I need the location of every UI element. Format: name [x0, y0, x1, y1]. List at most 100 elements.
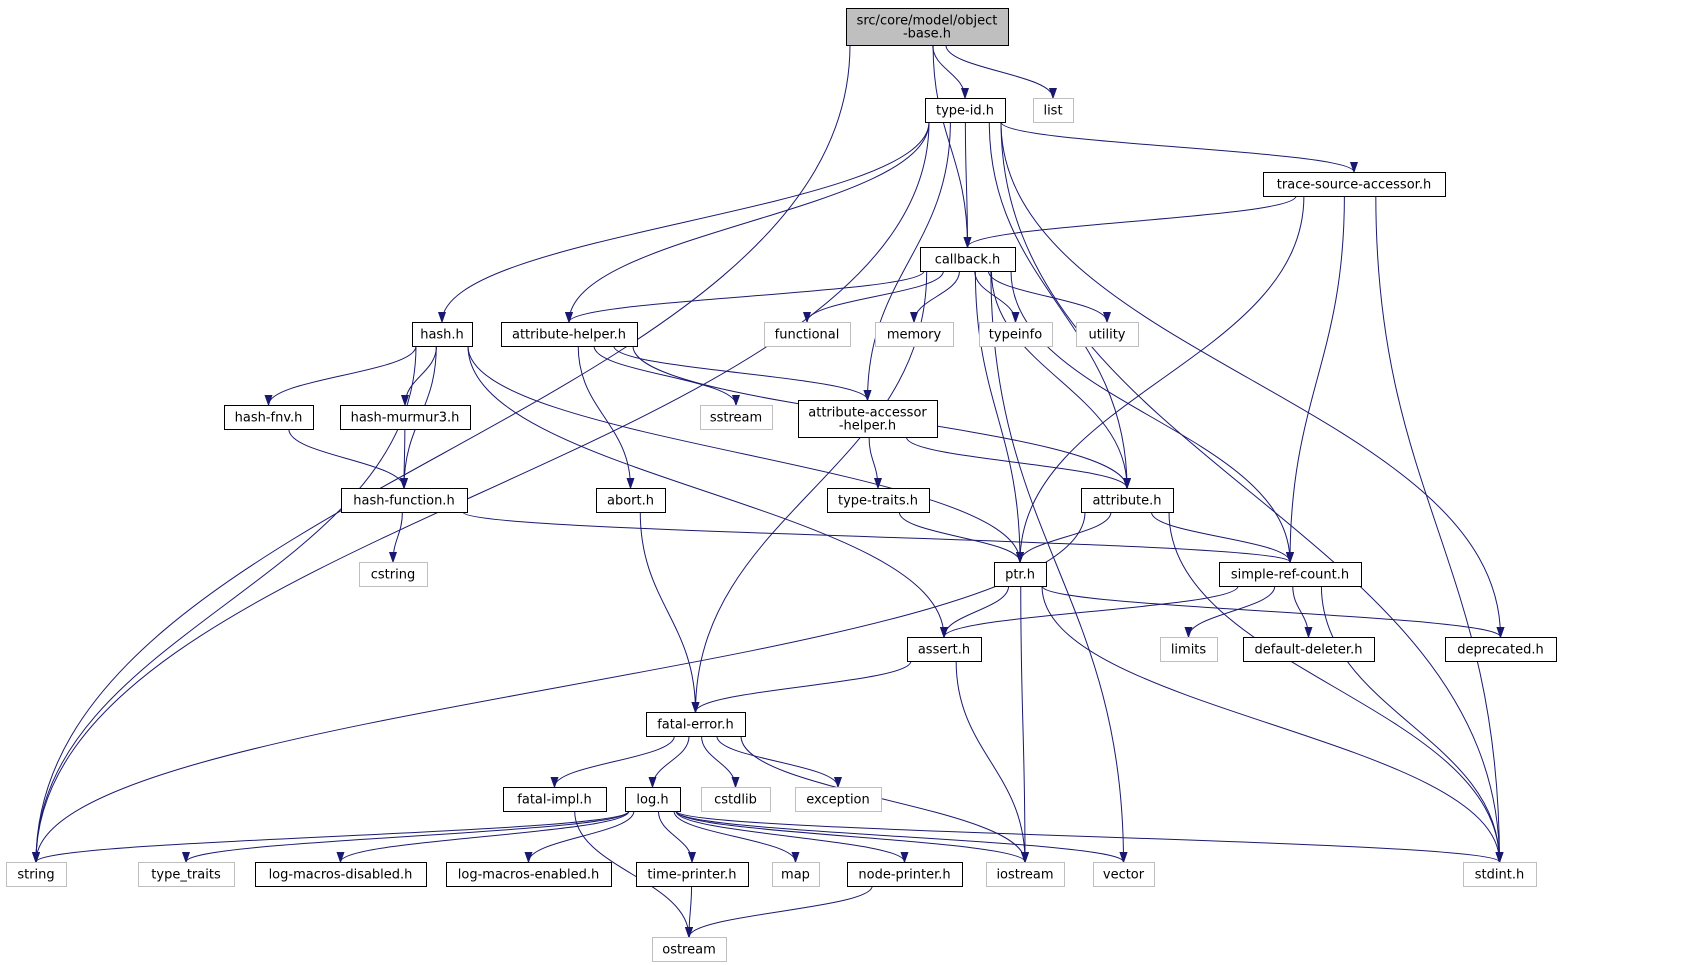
- edge-type-id-to-hash: [442, 121, 930, 322]
- node-callback[interactable]: callback.h: [920, 247, 1016, 272]
- node-label: -helper.h: [839, 419, 896, 434]
- node-hash[interactable]: hash.h: [412, 322, 473, 347]
- edge-object-base-to-string: [36, 44, 851, 862]
- node-box: [986, 862, 1065, 887]
- node-hash-murmur3[interactable]: hash-murmur3.h: [340, 405, 471, 430]
- edge-log-to-iostream: [675, 810, 1025, 863]
- node-box: [340, 405, 471, 430]
- node-box: [875, 322, 954, 347]
- edge-type-id-to-attribute-helper: [569, 121, 930, 322]
- edge-type-id-to-stdint: [1000, 121, 1500, 862]
- edge-hash-to-assert: [467, 345, 944, 637]
- node-object-base[interactable]: src/core/model/object-base.h: [846, 8, 1009, 46]
- node-attribute-helper[interactable]: attribute-helper.h: [501, 322, 638, 347]
- node-hash-fnv[interactable]: hash-fnv.h: [224, 405, 314, 430]
- node-deprecated[interactable]: deprecated.h: [1445, 637, 1557, 662]
- edge-simple-ref-count-to-stdint: [1320, 585, 1499, 862]
- edge-hash-murmur3-to-hash-function: [404, 428, 405, 488]
- edge-attribute-helper-to-sstream: [593, 345, 736, 406]
- node-box: [6, 862, 67, 887]
- edge-simple-ref-count-to-limits: [1189, 585, 1276, 638]
- dependency-edges: [36, 44, 1501, 938]
- edge-trace-source-accessor-to-callback: [968, 195, 1297, 248]
- node-label: type-traits.h: [838, 494, 918, 509]
- edge-callback-to-attribute: [990, 270, 1127, 488]
- node-label: default-deleter.h: [1255, 643, 1363, 658]
- edge-callback-to-ptr: [974, 270, 1020, 562]
- node-box: [224, 405, 314, 430]
- node-cstdlib: cstdlib: [701, 787, 771, 812]
- edge-type-id-to-attribute: [988, 121, 1127, 488]
- node-abort[interactable]: abort.h: [596, 488, 666, 513]
- node-label: sstream: [710, 411, 762, 426]
- node-label: string: [17, 868, 54, 883]
- node-log[interactable]: log.h: [625, 787, 681, 812]
- node-label: abort.h: [607, 494, 654, 509]
- node-typeinfo: typeinfo: [979, 322, 1053, 347]
- node-type-traits-h[interactable]: type-traits.h: [827, 488, 930, 513]
- node-box: [827, 488, 930, 513]
- node-label: simple-ref-count.h: [1231, 568, 1349, 583]
- node-attribute[interactable]: attribute.h: [1081, 488, 1174, 513]
- node-label: log-macros-enabled.h: [458, 868, 599, 883]
- node-label: ptr.h: [1005, 568, 1035, 583]
- node-vector: vector: [1093, 862, 1155, 887]
- node-ostream: ostream: [652, 937, 727, 962]
- node-box: [701, 787, 771, 812]
- edge-object-base-to-list: [945, 44, 1053, 99]
- node-box: [625, 787, 681, 812]
- edge-fatal-error-to-fatal-impl: [555, 735, 675, 788]
- node-simple-ref-count[interactable]: simple-ref-count.h: [1219, 562, 1362, 587]
- edge-log-to-stdint: [675, 810, 1500, 863]
- node-label: vector: [1103, 868, 1145, 883]
- node-sstream: sstream: [700, 405, 773, 430]
- node-limits: limits: [1160, 637, 1218, 662]
- edge-ptr-to-stdint: [1041, 585, 1500, 862]
- node-log-macros-disabled[interactable]: log-macros-disabled.h: [255, 862, 427, 887]
- edge-trace-source-accessor-to-ptr: [1020, 195, 1305, 562]
- node-box: [359, 562, 428, 587]
- edge-assert-to-fatal-error: [696, 660, 912, 713]
- node-ptr[interactable]: ptr.h: [994, 562, 1047, 587]
- node-label: time-printer.h: [647, 868, 736, 883]
- node-fatal-impl[interactable]: fatal-impl.h: [503, 787, 607, 812]
- node-default-deleter[interactable]: default-deleter.h: [1243, 637, 1375, 662]
- node-utility: utility: [1076, 322, 1139, 347]
- node-attribute-accessor-helper[interactable]: attribute-accessor-helper.h: [798, 400, 938, 438]
- edge-simple-ref-count-to-assert: [944, 585, 1239, 638]
- edge-object-base-to-callback: [932, 44, 967, 247]
- edge-object-base-to-type-id: [932, 44, 965, 98]
- edge-log-to-node-printer: [675, 810, 905, 863]
- edge-attribute-accessor-helper-to-type-traits-h: [868, 436, 878, 488]
- node-box: [1243, 637, 1375, 662]
- node-time-printer[interactable]: time-printer.h: [636, 862, 749, 887]
- node-log-macros-enabled[interactable]: log-macros-enabled.h: [446, 862, 612, 887]
- node-box: [1463, 862, 1537, 887]
- node-label: typeinfo: [989, 328, 1042, 343]
- node-node-printer[interactable]: node-printer.h: [847, 862, 963, 887]
- node-box: [646, 712, 746, 737]
- edge-hash-function-to-simple-ref-count: [462, 511, 1290, 563]
- node-cstring: cstring: [359, 562, 428, 587]
- node-label: attribute.h: [1092, 494, 1161, 509]
- node-box: [795, 787, 882, 812]
- node-label: type_traits: [151, 868, 221, 883]
- node-box: [1263, 172, 1446, 197]
- node-box: [1445, 637, 1557, 662]
- edge-type-id-to-attribute-accessor-helper: [868, 121, 951, 400]
- node-box: [446, 862, 612, 887]
- edge-fatal-error-to-cstdlib: [701, 735, 736, 788]
- node-box: [503, 787, 607, 812]
- edge-attribute-helper-to-abort: [577, 345, 630, 488]
- node-iostream: iostream: [986, 862, 1065, 887]
- node-fatal-error[interactable]: fatal-error.h: [646, 712, 746, 737]
- node-trace-source-accessor[interactable]: trace-source-accessor.h: [1263, 172, 1446, 197]
- edge-log-to-string: [36, 810, 630, 863]
- node-label: hash-fnv.h: [235, 411, 303, 426]
- node-hash-function[interactable]: hash-function.h: [341, 488, 468, 513]
- node-assert[interactable]: assert.h: [907, 637, 982, 662]
- node-label: log.h: [636, 793, 668, 808]
- node-type-id[interactable]: type-id.h: [925, 98, 1006, 123]
- node-label: fatal-impl.h: [517, 793, 591, 808]
